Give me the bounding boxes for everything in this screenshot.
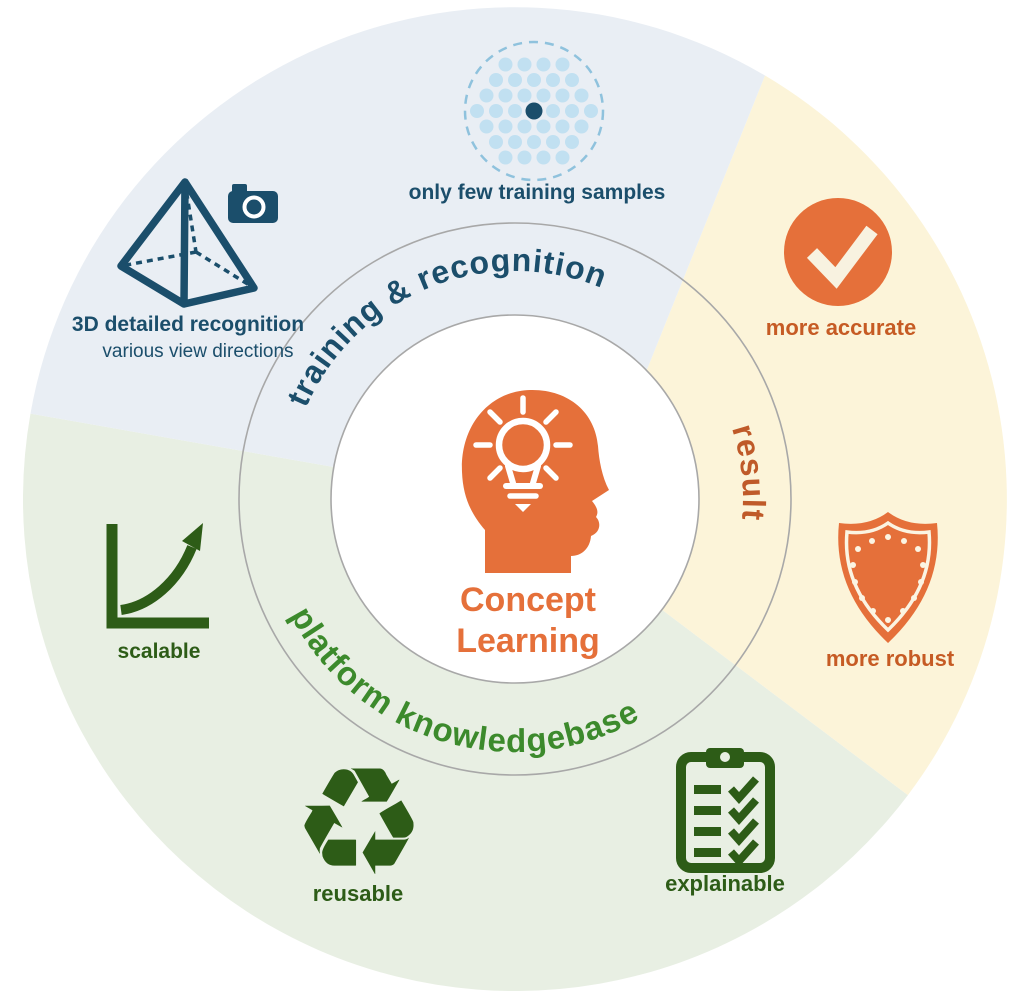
more-robust-label: more robust (826, 646, 955, 671)
recognition-3d-label: 3D detailed recognition (72, 313, 304, 336)
few-training-samples-label: only few training samples (409, 181, 666, 204)
checklist-icon (676, 748, 775, 873)
camera-lens (242, 195, 266, 219)
lightbulb-icon (473, 395, 573, 512)
head-lightbulb-icon: Concept Learning (456, 389, 609, 660)
check-circle-icon (784, 198, 892, 306)
recognition-3d-sublabel: various view directions (102, 341, 293, 362)
camera-icon (228, 184, 278, 223)
pyramid-icon (117, 178, 258, 308)
explainable-label: explainable (665, 871, 785, 896)
more-accurate-label: more accurate (766, 315, 916, 340)
shield-icon (838, 512, 938, 643)
ring-outer-border (238, 222, 792, 776)
sector-knowledgebase (22, 413, 908, 992)
reusable-label: reusable (313, 881, 404, 906)
recycle-icon: ♻ (292, 738, 426, 906)
single-sample-dot (525, 102, 543, 120)
scalable-label: scalable (118, 640, 201, 663)
growth-chart-icon (106, 523, 209, 629)
center-title-line1: Concept (460, 581, 596, 619)
center-title-line2: Learning (456, 622, 600, 660)
few-training-samples-icon (463, 40, 605, 182)
